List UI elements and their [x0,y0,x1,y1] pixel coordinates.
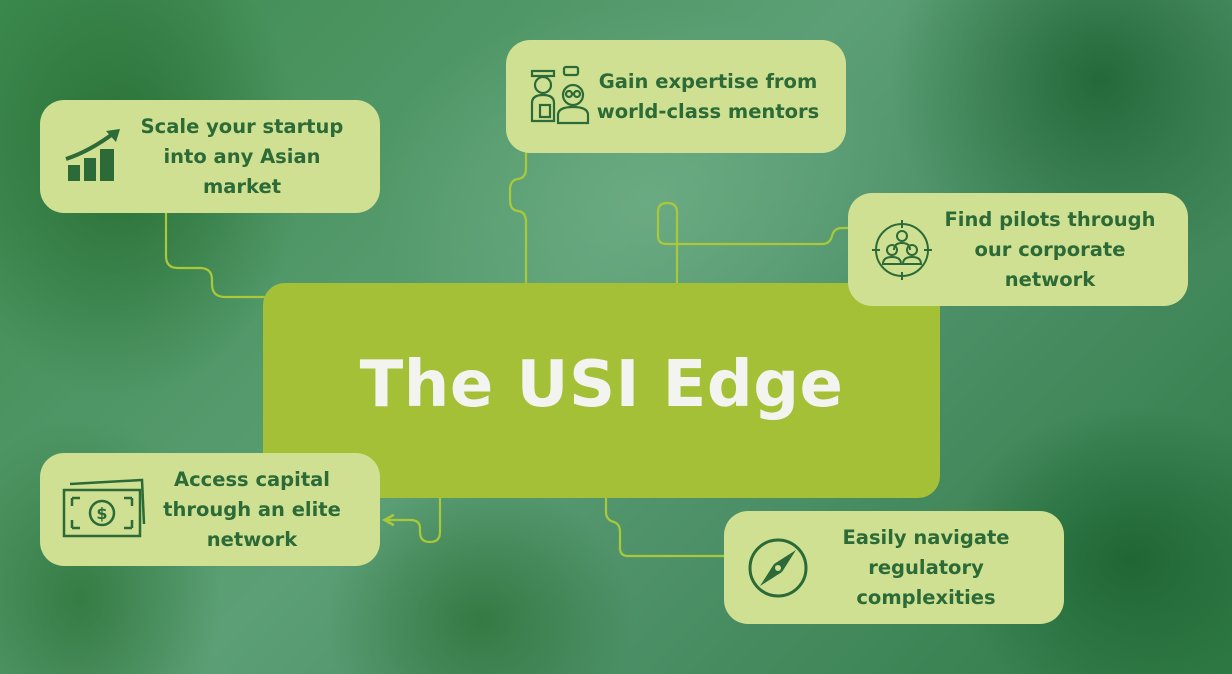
connector-scale [159,192,270,299]
card-mentors: Gain expertise from world-class mentors [506,40,846,153]
mentors-icon [530,65,590,124]
connector-regulatory [604,498,747,572]
card-text: Scale your startup into any Asian market [140,114,344,198]
diagram-title: The USI Edge [359,347,844,422]
center-box: The USI Edge [263,283,940,498]
connector-mentors [508,110,533,283]
compass-icon [748,538,808,597]
card-text: Gain expertise from world-class mentors [596,69,820,123]
card-find-pilots: Find pilots through our corporate networ… [848,193,1188,306]
target-network-icon [872,219,932,280]
card-text: Access capital through an elite network [163,467,341,551]
card-scale-startup: Scale your startup into any Asian market [40,100,380,213]
card-text: Find pilots through our corporate networ… [944,207,1156,291]
connector-capital [382,498,442,544]
dollar-bill-icon: $ [62,478,146,537]
card-regulatory: Easily navigate regulatory complexities [724,511,1064,624]
connector-pilots [656,201,870,283]
card-access-capital: $ Access capital through an elite networ… [40,453,380,566]
card-text: Easily navigate regulatory complexities [842,525,1010,609]
svg-text:$: $ [96,504,107,523]
growth-chart-icon [65,128,120,181]
